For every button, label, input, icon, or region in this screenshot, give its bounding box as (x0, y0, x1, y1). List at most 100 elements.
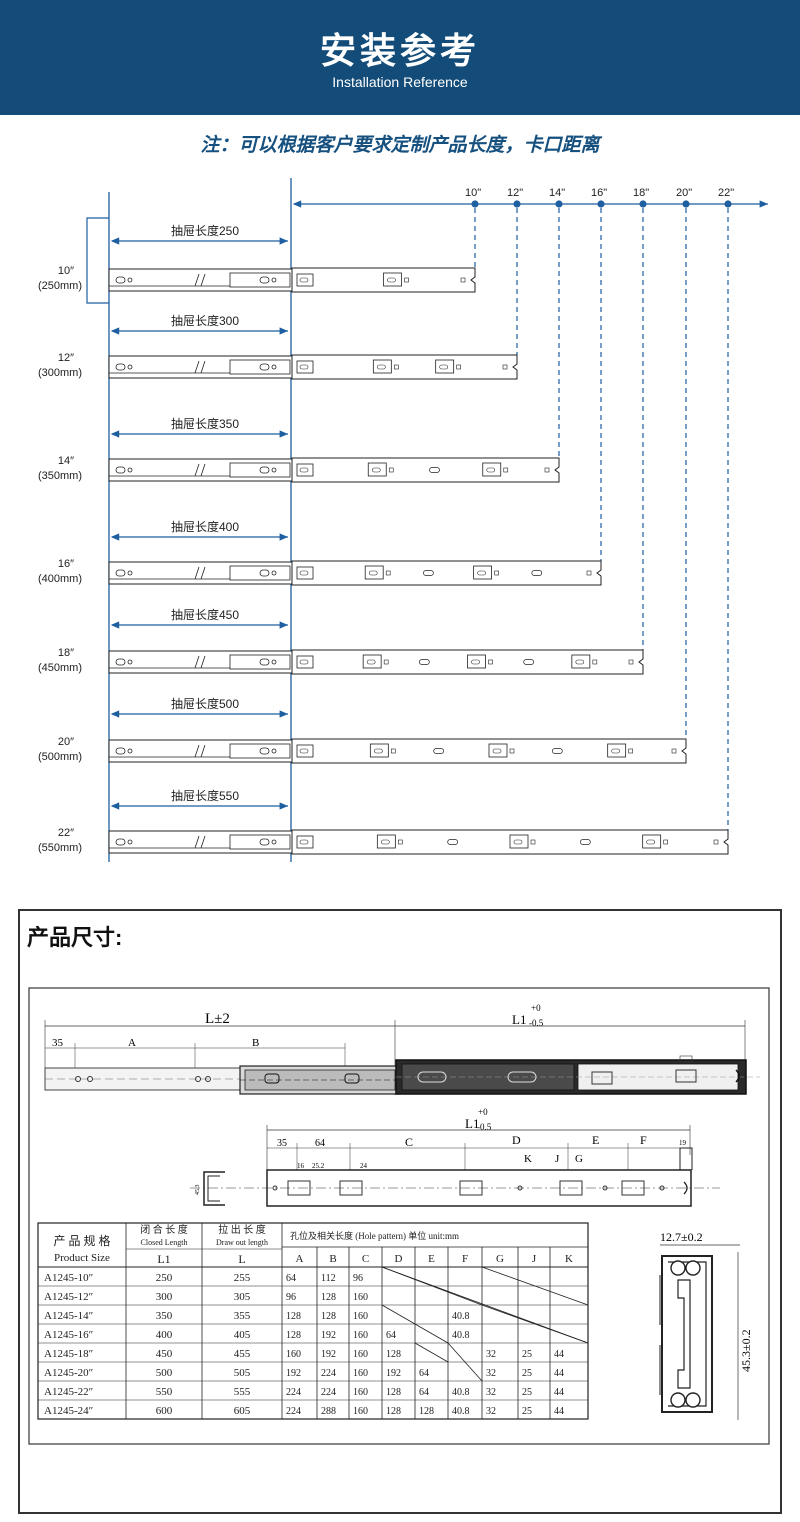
table-cell-value: 192 (286, 1368, 301, 1379)
cross-width: 12.7±0.2 (660, 1230, 703, 1244)
square-hole (503, 467, 509, 473)
dim-top-l1-minus: -0.5 (529, 1018, 544, 1028)
slot-hole (115, 838, 126, 846)
table-na-diagonal (381, 1304, 416, 1325)
dim-mid-45: 45.3 (195, 1185, 201, 1196)
slot-hole (259, 747, 270, 755)
inner-rail (291, 457, 560, 483)
table-cell-value: 128 (286, 1330, 301, 1341)
slot-hole (115, 276, 126, 284)
table-cell-value: 128 (321, 1311, 336, 1322)
dim-mid-f: F (640, 1133, 647, 1147)
table-header-hole-pattern: 孔位及相关长度 (Hole pattern) 单位 unit:mm (290, 1230, 459, 1241)
break-mark (194, 463, 206, 477)
mount-hole (607, 743, 627, 758)
square-hole (494, 570, 499, 576)
table-cell-draw: 605 (234, 1405, 251, 1417)
slide-mm-label: (350mm) (38, 470, 82, 482)
dim-mid-25: 25.2 (312, 1162, 325, 1170)
round-hole (127, 277, 133, 283)
table-cell-value: 192 (321, 1349, 336, 1360)
round-hole (271, 277, 277, 283)
square-hole (383, 659, 389, 665)
round-hole (127, 839, 133, 845)
slot-hole (471, 659, 480, 665)
scale-mark-dot (513, 200, 521, 208)
table-col-header-b: B (329, 1253, 336, 1265)
table-cell-value: 128 (419, 1406, 434, 1417)
table-cell-value: 25 (522, 1368, 532, 1379)
square-hole (663, 839, 668, 845)
slot-hole (299, 570, 309, 576)
table-cell-value: 224 (321, 1387, 336, 1398)
table-cell-value: 32 (486, 1349, 496, 1360)
slide-size-label: 12″ (58, 352, 74, 364)
table-cell-draw: 405 (234, 1329, 251, 1341)
table-col-header-d: D (395, 1253, 403, 1265)
slide-size-label: 20″ (58, 736, 74, 748)
round-hole (127, 659, 133, 665)
slot-hole (611, 748, 620, 754)
table-cell-value: 160 (353, 1311, 368, 1322)
square-hole (713, 839, 719, 845)
table-na-diagonal (481, 1266, 589, 1306)
slot-hole (299, 659, 309, 665)
break-mark (194, 360, 206, 374)
slot-hole (259, 569, 270, 577)
slide-row: 20″(500mm)抽屉长度500 (38, 696, 687, 764)
dim-mid-l1: L1 (465, 1116, 479, 1131)
table-col-header-k: K (565, 1253, 573, 1265)
mount-hole (372, 359, 392, 374)
table-cell-value: 64 (386, 1330, 396, 1341)
table-cell-value: 44 (554, 1387, 564, 1398)
slide-mm-label: (450mm) (38, 662, 82, 674)
round-hole (271, 839, 277, 845)
mount-hole (369, 743, 389, 758)
slot-hole (299, 277, 309, 283)
header-banner: 安装参考 Installation Reference (0, 0, 800, 115)
table-cell-closed: 250 (156, 1272, 173, 1284)
mount-hole (473, 565, 493, 580)
table-cell-value: 44 (554, 1406, 564, 1417)
slot-hole (439, 364, 448, 370)
slot-hole (368, 570, 378, 576)
slot-hole (299, 839, 309, 845)
product-dims-heading: 产品尺寸: (27, 925, 122, 950)
table-cell-value: 128 (286, 1311, 301, 1322)
table-cell-value: 44 (554, 1349, 564, 1360)
slide-mm-label: (550mm) (38, 842, 82, 854)
square-hole (586, 570, 592, 576)
slide-row: 16″(400mm)抽屉长度400 (38, 519, 602, 586)
scale-mark-dot (471, 200, 479, 208)
product-dimension-frame: 产品尺寸: L±2 L1 +0 -0.5 35 A B (18, 909, 782, 1514)
table-cell-value: 160 (353, 1349, 368, 1360)
slot-hole (575, 659, 585, 665)
table-cell-closed: 450 (156, 1348, 173, 1360)
round-hole (127, 570, 133, 576)
slide-row: 12″(300mm)抽屉长度300 (38, 313, 518, 380)
table-cell-value: 128 (321, 1292, 336, 1303)
slot-hole (418, 659, 430, 665)
square-hole (394, 364, 399, 370)
table-cell-value: 32 (486, 1368, 496, 1379)
table-cell-value: 64 (419, 1368, 429, 1379)
slide-size-label: 18″ (58, 647, 74, 659)
scale-mark-dot (639, 200, 647, 208)
slide-mm-label: (250mm) (38, 280, 82, 292)
scale-mark-label: 16" (591, 187, 607, 199)
front-bracket-hole (296, 360, 314, 374)
table-cell-value: 128 (386, 1349, 401, 1360)
square-hole (502, 364, 508, 370)
table-header-spec-en: Product Size (54, 1252, 110, 1264)
front-bracket-hole (296, 835, 314, 849)
table-col-header-g: G (496, 1253, 504, 1265)
dim-top-l1: L1 (512, 1012, 526, 1027)
table-cell-spec: A1245-24″ (44, 1405, 93, 1417)
drawer-length-label: 抽屉长度550 (171, 788, 239, 803)
table-cell-value: 288 (321, 1406, 336, 1417)
slot-hole (374, 748, 383, 754)
mount-hole (642, 834, 662, 849)
square-hole (398, 839, 403, 845)
table-cell-value: 40.8 (452, 1387, 470, 1398)
slot-hole (381, 839, 390, 845)
